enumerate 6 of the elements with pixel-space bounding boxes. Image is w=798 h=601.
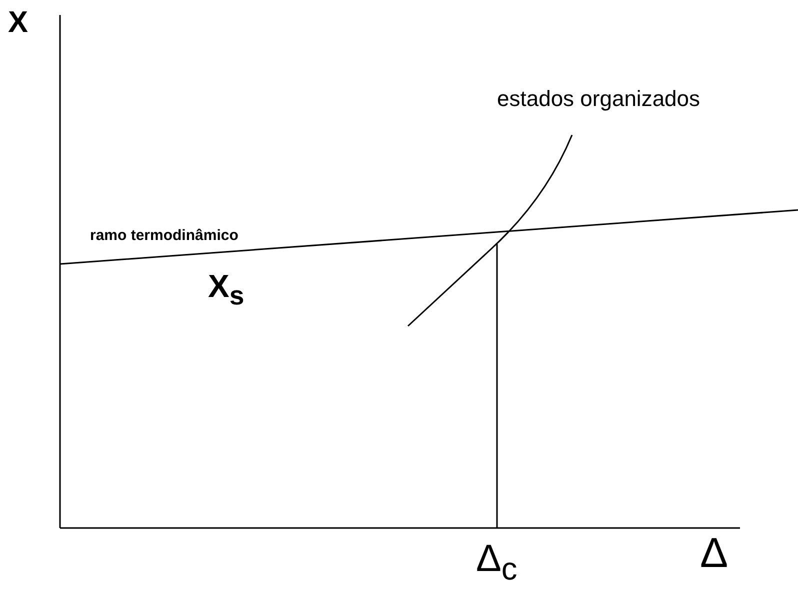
curve-label: ramo termodinâmico bbox=[90, 228, 238, 243]
axis-label: Δ bbox=[700, 532, 728, 574]
curve-label: estados organizados bbox=[497, 88, 700, 110]
critical-value-symbol: Δ$_{c}$ bbox=[476, 540, 518, 586]
axis-label: X bbox=[8, 8, 28, 38]
state-symbol: X$_{s}$ bbox=[208, 270, 244, 310]
